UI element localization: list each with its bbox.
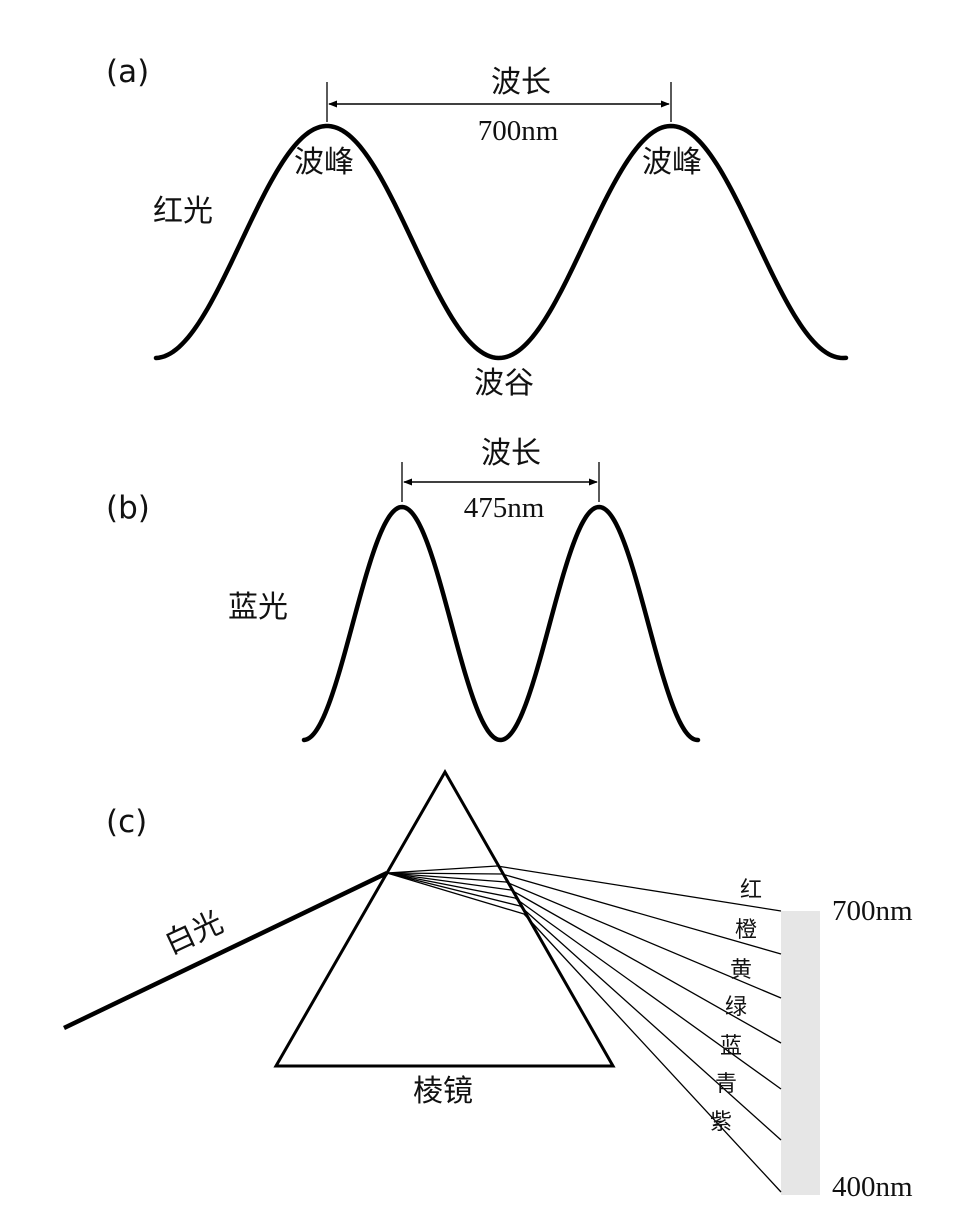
color-label-green: 绿: [725, 995, 747, 1020]
panel-a-crest-left: 波峰: [294, 145, 354, 180]
spectrum-bar: [781, 911, 820, 1195]
ray-out-blue: [514, 897, 782, 1090]
color-label-orange: 橙: [735, 918, 757, 943]
ray-inside-orange: [386, 872, 503, 875]
panel-a-trough: 波谷: [474, 366, 534, 401]
ray-inside-blue: [386, 872, 516, 899]
ray-out-orange: [501, 873, 782, 955]
dispersion-rays-inside: [386, 865, 525, 915]
color-label-blue: 蓝: [720, 1034, 742, 1059]
spectrum-bottom-label: 400nm: [832, 1171, 913, 1203]
color-label-red: 红: [740, 878, 762, 903]
panel-c-label: (c): [106, 804, 147, 840]
red-light-wave: [153, 123, 849, 361]
panel-a: (a) 波长 700nm 波峰 波峰 波谷 红光: [106, 54, 849, 401]
panel-b-label: (b): [106, 490, 150, 526]
ray-out-cyan: [519, 905, 782, 1141]
panel-a-crest-right: 波峰: [642, 145, 702, 180]
ray-inside-yellow: [386, 872, 507, 883]
ray-inside-violet: [386, 872, 525, 915]
ray-out-red: [496, 865, 782, 912]
panel-b: (b) 波长 475nm 蓝光: [106, 436, 701, 743]
ray-out-yellow: [505, 881, 782, 999]
blue-light-wave: [301, 504, 701, 743]
panel-a-light-label: 红光: [153, 194, 213, 229]
panel-a-label: (a): [106, 54, 149, 90]
ray-out-violet: [523, 913, 782, 1193]
color-label-yellow: 黄: [730, 958, 752, 983]
white-light-ray: [63, 870, 388, 1031]
prism-label: 棱镜: [413, 1074, 473, 1109]
ray-out-green: [510, 889, 782, 1044]
spectrum-top-label: 700nm: [832, 895, 913, 927]
ray-inside-red: [386, 865, 498, 874]
panel-b-wavelength-label: 波长: [481, 436, 541, 471]
panel-a-wavelength-label: 波长: [491, 65, 551, 100]
panel-b-light-label: 蓝光: [228, 590, 288, 625]
panel-c: (c) 白光 红 橙 黄: [63, 768, 913, 1203]
color-label-violet: 紫: [710, 1110, 732, 1135]
ray-inside-green: [386, 872, 512, 891]
color-label-cyan: 青: [715, 1072, 737, 1097]
panel-b-wavelength-value: 475nm: [464, 492, 545, 524]
dispersion-rays-outside: [496, 865, 782, 1193]
ray-inside-cyan: [386, 872, 521, 907]
panel-a-wavelength-value: 700nm: [478, 115, 559, 147]
